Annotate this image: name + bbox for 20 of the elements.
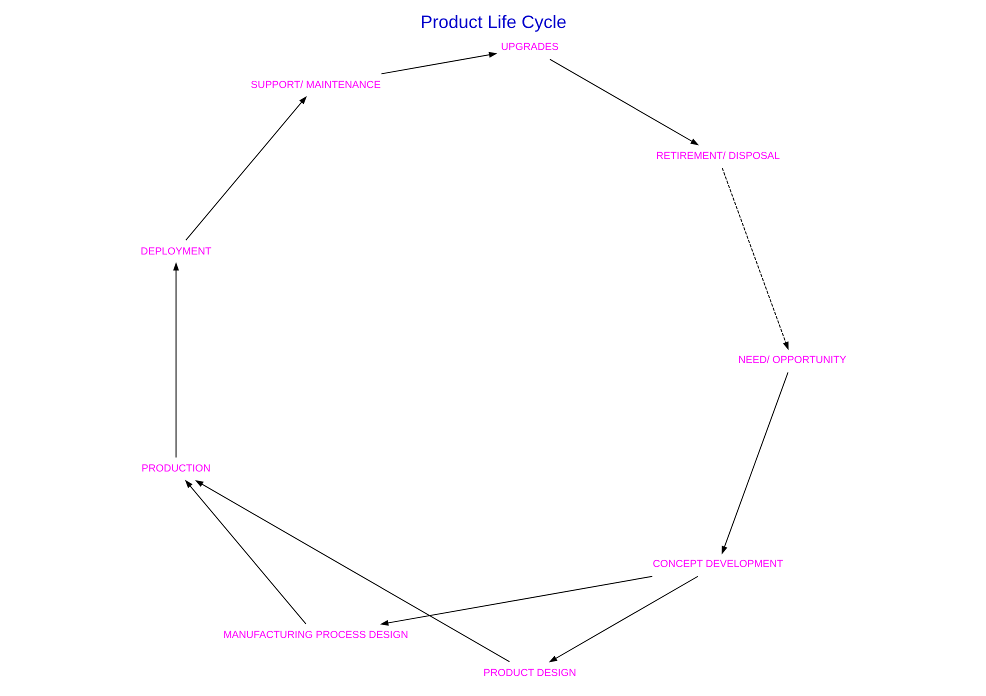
arrow [184, 480, 306, 624]
arrow [172, 262, 178, 458]
arrow [548, 58, 698, 146]
node-text: CONCEPT DEVELOPMENT [652, 559, 783, 570]
node-text: MANUFACTURING PROCESS DESIGN [222, 630, 408, 642]
arrow [721, 168, 788, 350]
arrow [721, 372, 788, 554]
node-text: RETIREMENT/ DISPOSAL [656, 150, 780, 162]
arrow [548, 576, 698, 662]
arrow [380, 52, 497, 74]
arrow [194, 480, 510, 662]
diagram-title: Product Life Cycle [420, 12, 566, 32]
node-text: UPGRADES [500, 42, 558, 54]
node-text: PRODUCTION [141, 464, 210, 475]
arrow [184, 96, 306, 241]
node-text: NEED/ OPPORTUNITY [738, 354, 846, 366]
node-text: DEPLOYMENT [140, 246, 211, 258]
node-text: SUPPORT/ MAINTENANCE [250, 80, 380, 91]
node-text: PRODUCT DESIGN [482, 668, 576, 679]
arrow [380, 576, 652, 626]
